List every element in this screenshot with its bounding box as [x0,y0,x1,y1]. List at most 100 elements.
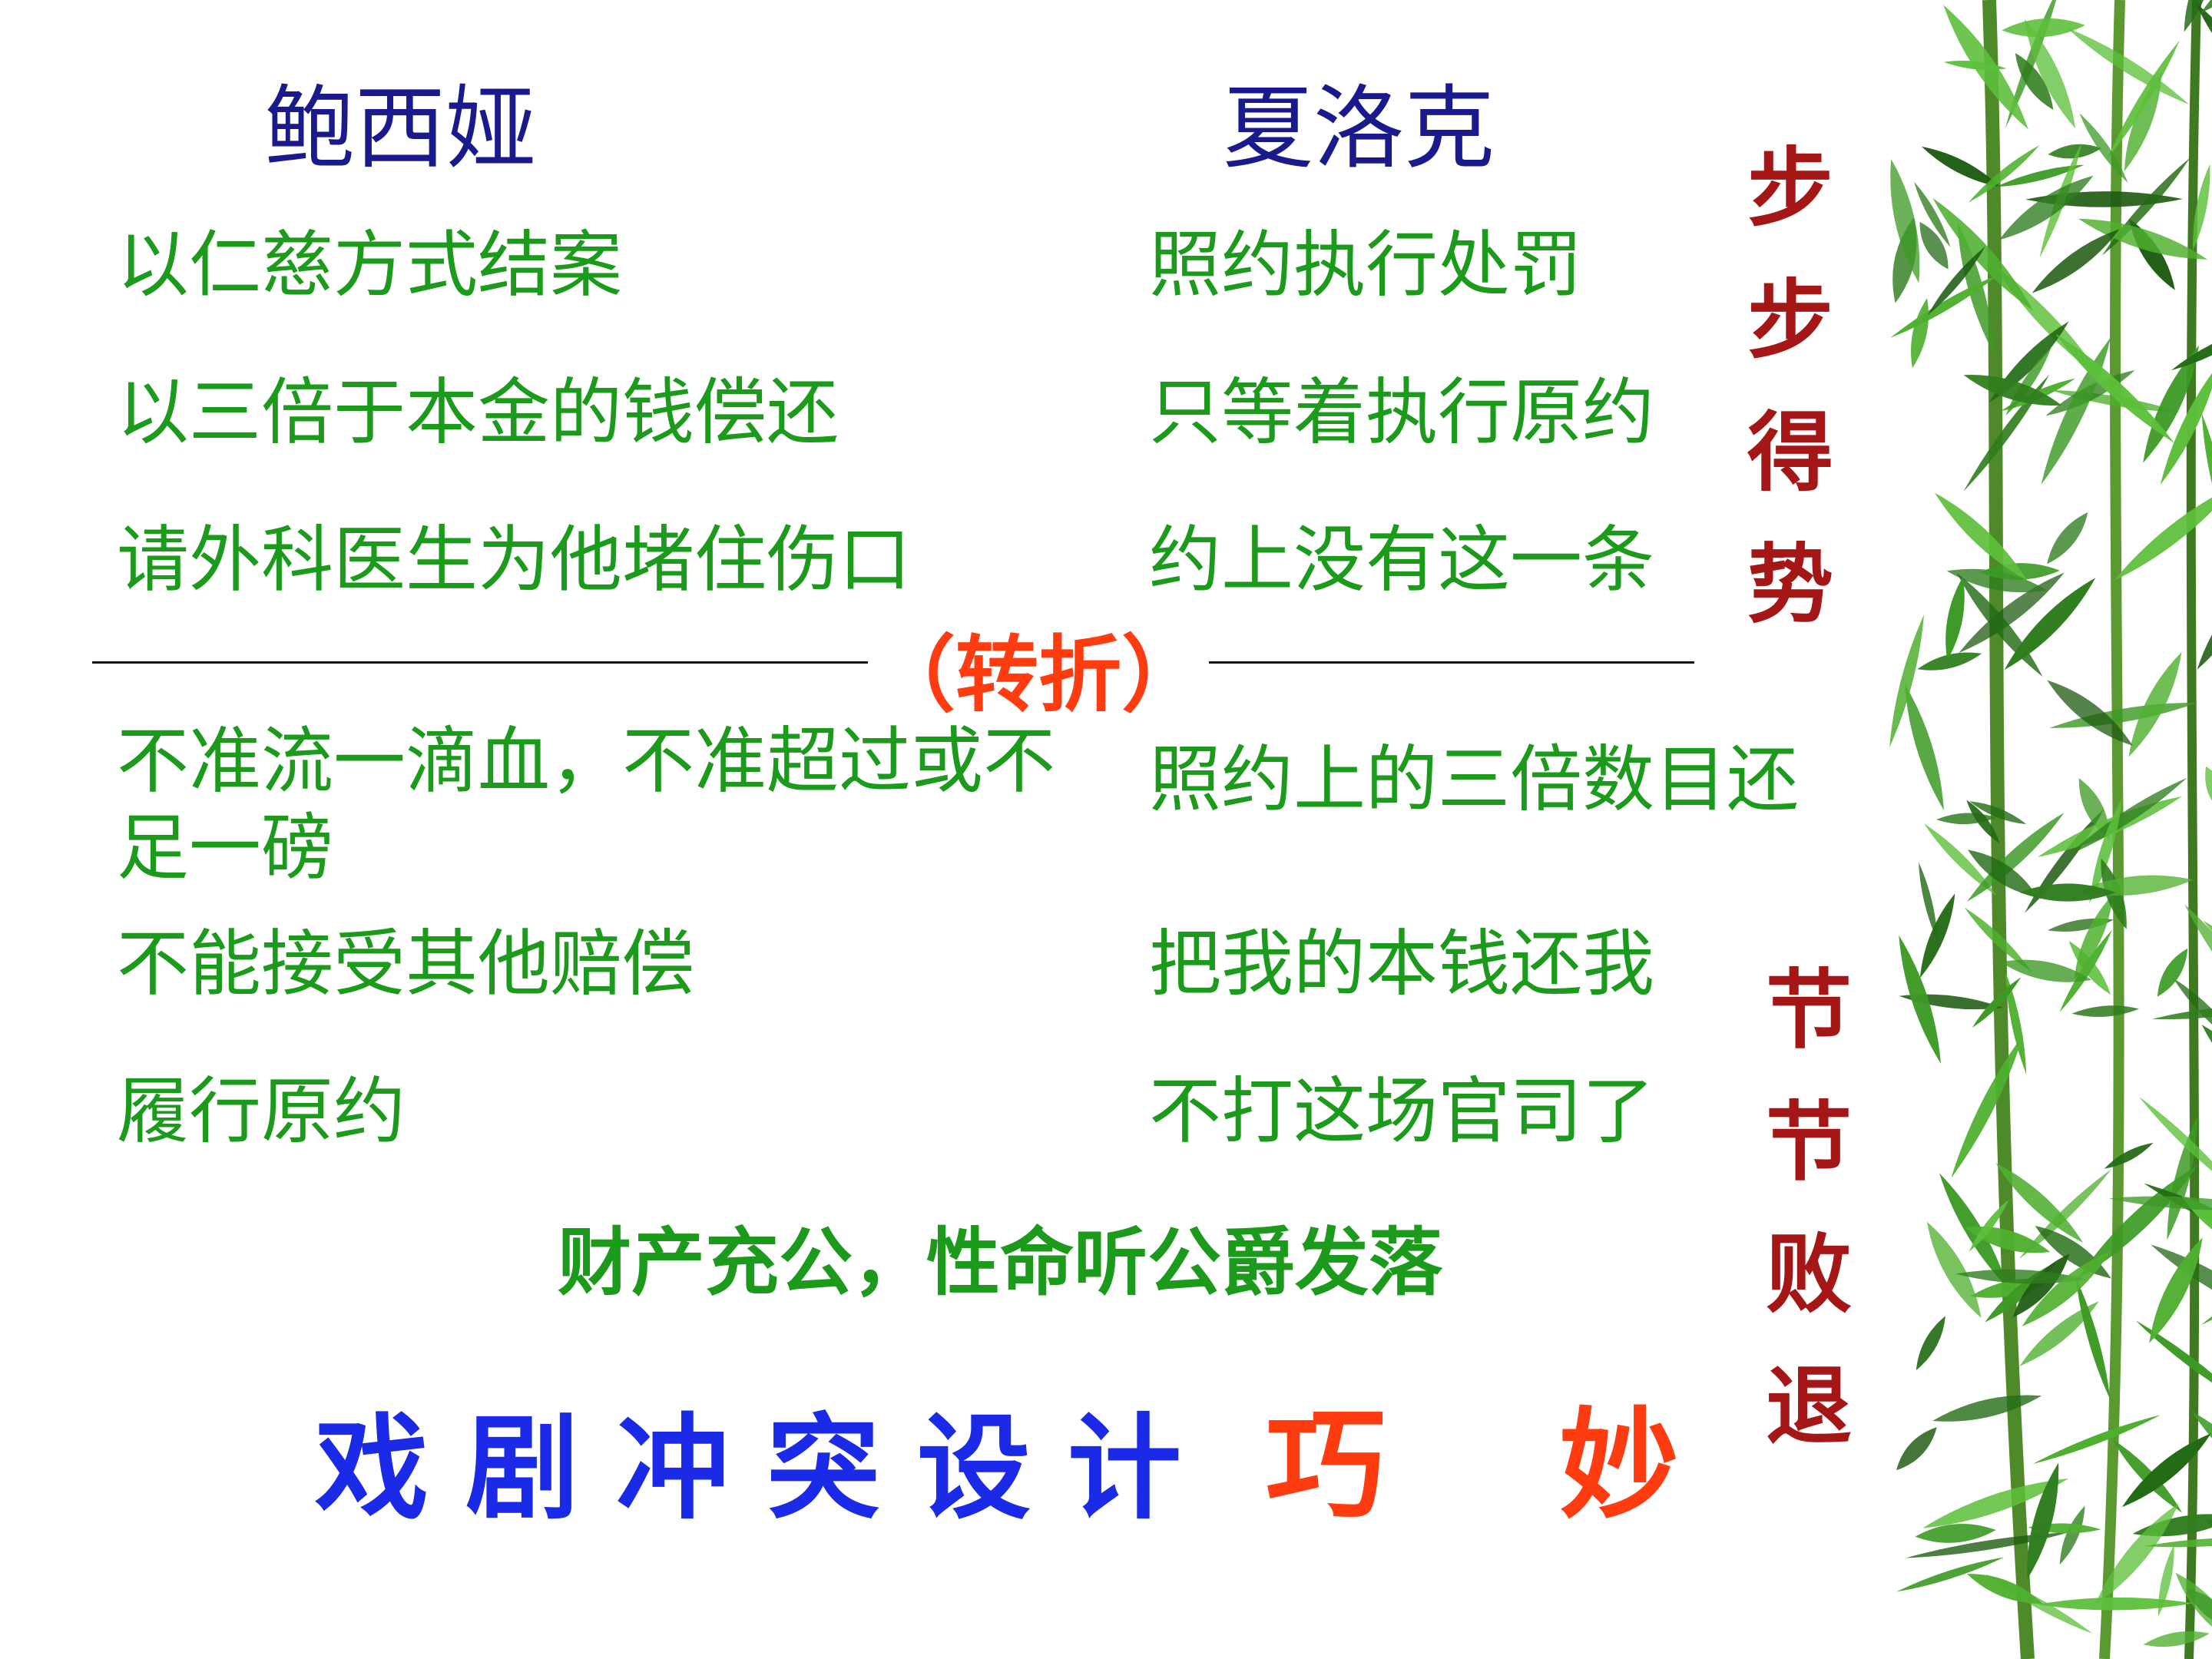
side-bottom-char-2: 节 [1766,1093,1852,1193]
bamboo-leaf [2201,413,2212,539]
side-bottom-char-1: 节 [1766,961,1852,1061]
bamboo-leaf [2002,18,2085,38]
bamboo-leaf [2089,798,2123,904]
bamboo-leaf [1934,492,2028,581]
bamboo-leaf [1911,298,1929,369]
bamboo-leaf [1919,221,1949,270]
bamboo-leaf [2075,1277,2111,1400]
bamboo-leaf [2004,578,2096,671]
bamboo-leaf [2149,1237,2203,1343]
bamboo-leaf [1969,801,2027,825]
bamboo-leaf [1932,1395,2042,1422]
bamboo-leaf [2032,229,2120,293]
bamboo-leaf [2186,1588,2212,1630]
shylock-line-1: 照约执行处罚 [1149,224,1583,307]
bamboo-leaf [2128,651,2182,757]
bamboo-leaf [1914,181,1951,247]
portia-line-4: 不准流一滴血，不准超过或不足一磅 [117,720,1056,890]
bamboo-leaf [1924,823,1997,896]
bamboo-leaf [1951,1035,2024,1178]
bamboo-leaf [2066,28,2189,104]
bamboo-leaf [2078,218,2208,260]
bamboo-leaf [2005,0,2061,128]
bamboo-leaf [2079,113,2128,184]
bamboo-leaf [1917,652,1982,671]
bamboo-leaf [1889,614,1925,748]
bamboo-leaf [2138,1096,2212,1192]
side-label-bottom: 节 节 败 退 [1743,945,1874,1473]
bamboo-leaf [2035,1225,2111,1279]
bamboo-leaf [1905,684,1944,810]
bamboo-leaf [2121,1433,2211,1508]
bamboo-leaf [2037,1597,2194,1611]
bamboo-leaf [1932,197,2034,311]
side-bottom-char-3: 败 [1766,1225,1852,1325]
bamboo-leaf [1926,1221,1982,1318]
turn-label: （转折） [868,634,1210,717]
bamboo-leaf [2055,333,2175,443]
bamboo-leaf [2013,1253,2070,1318]
bamboo-leaf [1995,1163,2084,1243]
bamboo-leaf [2135,1320,2212,1402]
bamboo-leaf [2059,929,2113,1012]
bamboo-leaf [2160,363,2212,485]
bamboo-leaf [1946,568,2048,593]
portia-line-5: 不能接受其他赔偿 [117,922,695,1006]
bamboo-leaf [2000,959,2092,982]
bamboo-leaf [1995,164,2085,187]
bamboo-leaf [1998,175,2094,240]
bamboo-leaf [1916,1316,1945,1370]
bamboo-leaf [1896,1557,2005,1592]
bamboo-leaf [1921,146,2001,187]
bamboo-leaf [2144,1538,2212,1548]
motto-accent-2: 妙 [1559,1396,1679,1535]
bamboo-leaf [2184,0,2212,32]
bamboo-leaf [1899,935,1941,1064]
bamboo-leaf [1969,144,2040,203]
bamboo-leaf [1963,374,2062,406]
motto-accent-1: 巧 [1266,1396,1386,1535]
bamboo-leaf [2047,680,2133,746]
bamboo-leaf [2104,1143,2154,1169]
bamboo-leaf [2027,1462,2059,1580]
bamboo-leaf [2184,904,2212,1038]
bamboo-leaf [1955,1269,2086,1284]
bamboo-leaf [2032,1415,2161,1465]
shylock-line-2: 只等着执行原约 [1149,371,1655,455]
bamboo-leaf [2152,1006,2212,1020]
bamboo-leaf [1906,1532,2069,1558]
bamboo-leaf [1964,907,2032,972]
bamboo-leaf [1972,977,2022,1028]
bamboo-leaf [1963,374,2050,492]
bamboo-leaf [2074,894,2114,979]
bamboo-leaf [1919,893,1955,979]
side-top-char-2: 步 [1747,271,1833,371]
bamboo-leaf [2108,40,2180,158]
bamboo-leaf [2196,3,2212,75]
bamboo-leaves-image [1889,0,2212,1659]
bamboo-leaf [1896,1427,1937,1471]
portia-line-1: 以仁慈方式结案 [117,224,623,307]
shylock-line-3: 约上没有这一条 [1149,518,1655,602]
bamboo-leaf [2068,777,2187,856]
side-top-char-4: 势 [1747,535,1833,635]
bamboo-leaf [2205,766,2212,818]
bamboo-leaf [2071,1005,2140,1018]
portia-line-6: 履行原约 [117,1070,406,1154]
side-top-char-1: 步 [1747,139,1833,239]
bamboo-leaf [2094,1503,2179,1605]
bamboo-leaf [1966,800,2000,844]
bamboo-leaf [1927,246,1985,316]
bamboo-leaf [2124,71,2162,171]
shylock-line-6: 不打这场官司了 [1149,1070,1655,1154]
heading-shylock: 夏洛克 [1223,75,1495,181]
bamboo-leaf [1915,1524,1996,1543]
bamboo-leaf [2018,1169,2112,1260]
bamboo-leaf [1919,862,1938,942]
shylock-line-5: 把我的本钱还我 [1149,922,1655,1006]
bamboo-leaf [2019,883,2116,902]
portia-line-2: 以三倍于本金的钱偿还 [117,371,839,455]
bamboo-leaf [1943,5,2028,130]
bamboo-leaf [2024,18,2076,129]
bamboo-leaf [2047,512,2088,565]
